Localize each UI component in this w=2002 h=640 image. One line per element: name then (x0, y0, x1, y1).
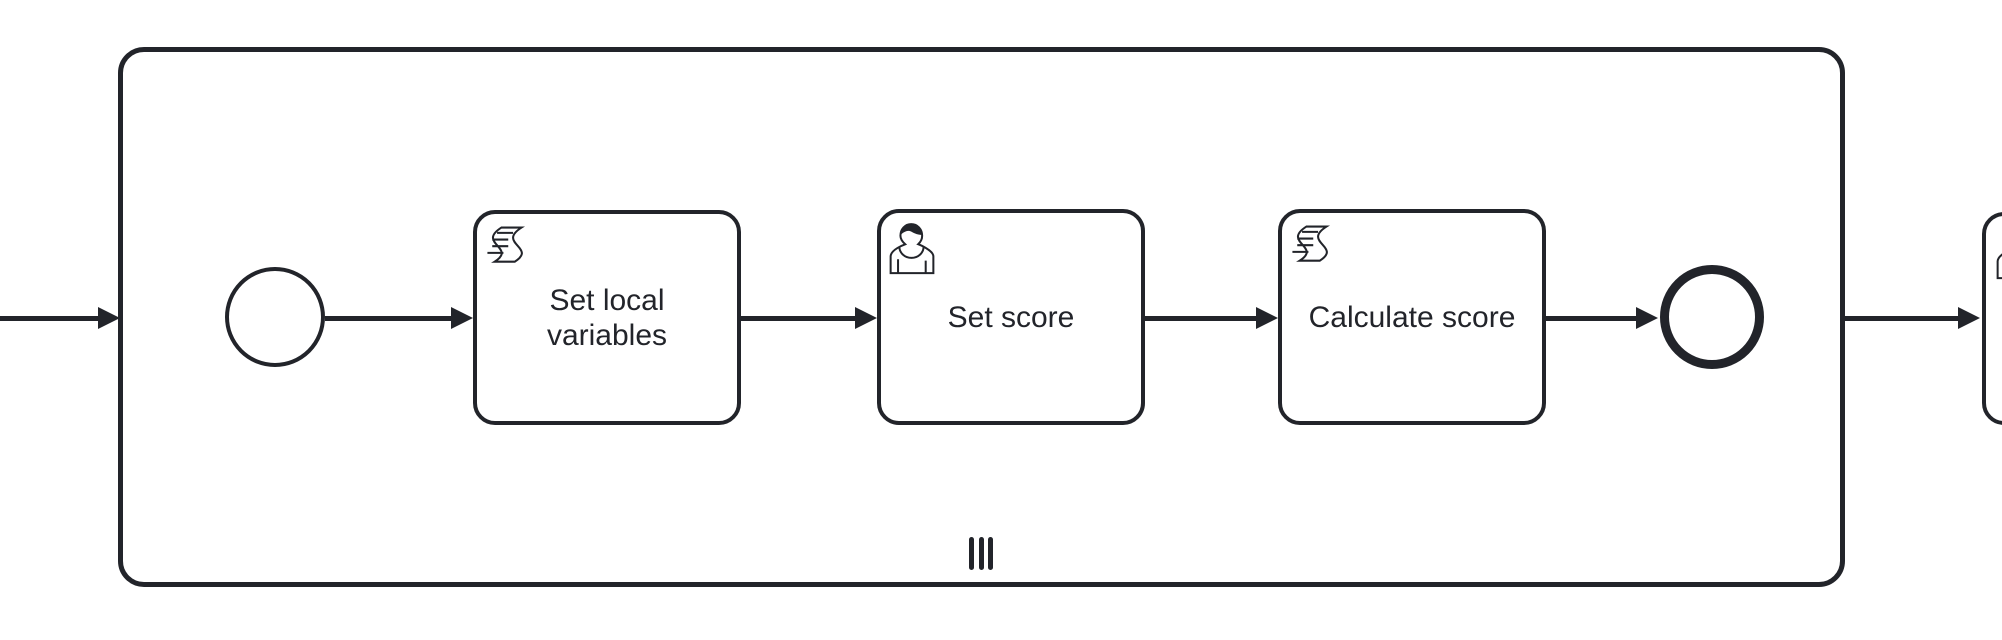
task-label: Set local variables (546, 283, 668, 352)
arrowhead-icon (855, 307, 877, 329)
script-icon (487, 226, 525, 263)
arrowhead-icon (1636, 307, 1658, 329)
user-icon (1996, 253, 2002, 280)
sequence-flow-subprocess-to-next[interactable] (1845, 315, 1960, 321)
end-event[interactable] (1660, 265, 1764, 369)
sequence-flow-task2-to-task3[interactable] (1145, 315, 1257, 321)
sequence-flow-task3-to-end[interactable] (1546, 315, 1638, 321)
sequence-flow-start-to-task1[interactable] (325, 315, 453, 321)
task-label: Set score (947, 300, 1075, 334)
arrowhead-icon (1256, 307, 1278, 329)
arrowhead-icon (451, 307, 473, 329)
task-set-score[interactable]: Set score (877, 209, 1145, 425)
marker-bar (988, 537, 993, 570)
arrowhead-icon (1958, 307, 1980, 329)
task-set-local-variables[interactable]: Set local variables (473, 210, 741, 425)
sequence-flow-into-subprocess[interactable] (0, 315, 102, 321)
arrowhead-icon (98, 307, 120, 329)
parallel-multi-instance-marker-icon (969, 537, 993, 570)
start-event[interactable] (225, 267, 325, 367)
marker-bar (978, 537, 984, 570)
task-next-partial[interactable] (1982, 212, 2002, 425)
marker-bar (969, 537, 974, 570)
script-icon (1292, 225, 1330, 262)
task-calculate-score[interactable]: Calculate score (1278, 209, 1546, 425)
sequence-flow-task1-to-task2[interactable] (741, 315, 857, 321)
task-label: Calculate score (1308, 300, 1516, 334)
user-icon (889, 223, 935, 275)
